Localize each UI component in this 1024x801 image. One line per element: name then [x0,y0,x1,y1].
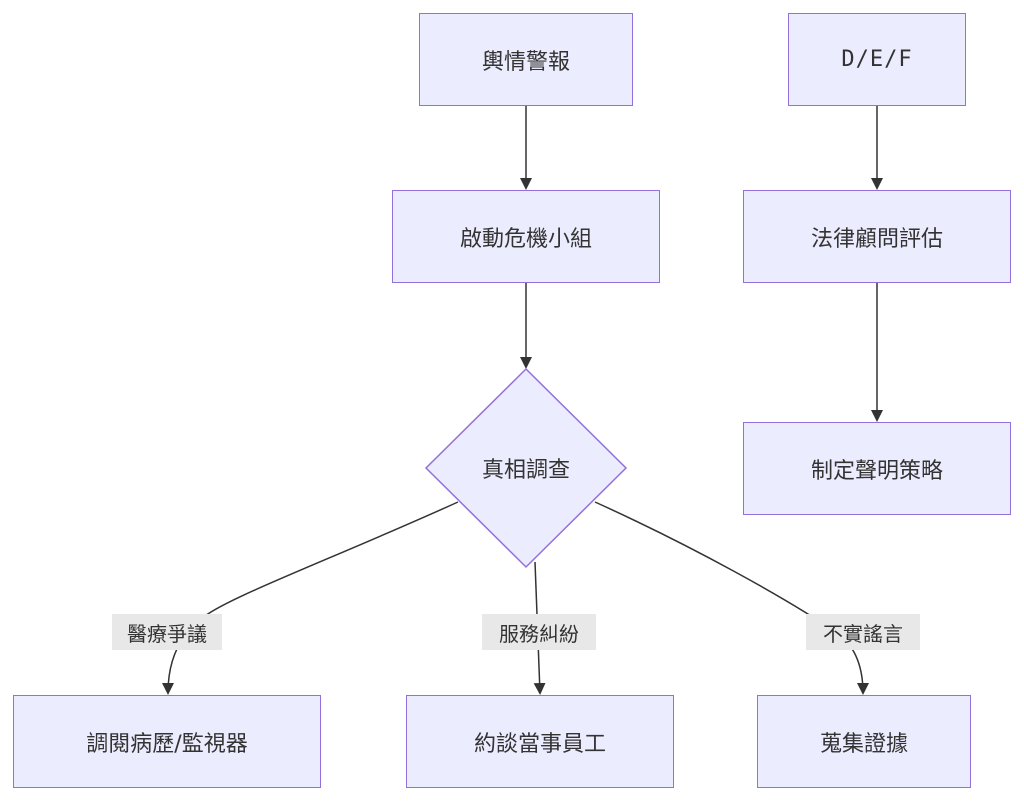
node-team: 啟動危機小組 [392,190,660,283]
node-legal-label: 法律顧問評估 [810,226,943,252]
node-investigate: 真相調查 [446,438,606,498]
node-alert: 輿情警報 [419,13,633,106]
edge-investigate-to-records [162,501,459,695]
node-evidence-label: 蒐集證據 [819,731,908,757]
edge-label-service: 服務糾紛 [482,614,596,650]
node-alert-label: 輿情警報 [481,49,570,75]
edge-label-medical: 醫療爭議 [112,614,222,650]
node-legal: 法律顧問評估 [743,190,1011,283]
node-interview-label: 約談當事員工 [473,731,606,757]
node-evidence: 蒐集證據 [757,695,971,788]
node-records-label: 調閱病歷/監視器 [86,731,248,757]
node-statement: 制定聲明策略 [743,422,1011,515]
node-investigate-label: 真相調查 [481,458,570,483]
node-def-label: D/E/F [841,47,913,72]
node-records: 調閱病歷/監視器 [13,695,321,788]
decision-diamond [424,367,628,569]
node-def: D/E/F [788,13,966,106]
node-statement-label: 制定聲明策略 [810,458,943,484]
edge-label-rumor: 不實謠言 [806,614,920,650]
node-interview: 約談當事員工 [406,695,674,788]
node-team-label: 啟動危機小組 [459,226,592,252]
edge-investigate-to-evidence [594,501,869,695]
